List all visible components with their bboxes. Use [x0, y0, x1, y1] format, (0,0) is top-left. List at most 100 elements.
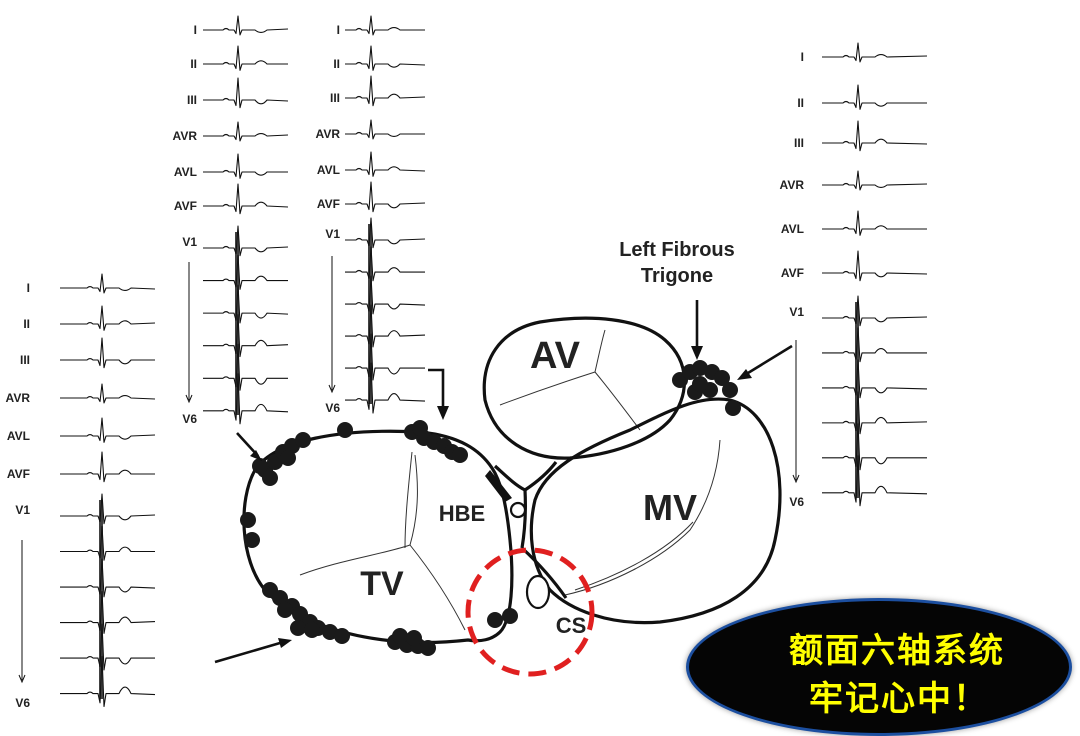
- ecg-trace: [345, 217, 426, 249]
- arrows: [214, 300, 793, 664]
- ecg-trace: [822, 120, 928, 152]
- pathway-dot: [722, 382, 738, 398]
- ecg-trace: [203, 255, 288, 290]
- lead-label: III: [20, 353, 30, 367]
- pathway-dot: [714, 370, 730, 386]
- ecg-trace: [345, 275, 426, 315]
- lead-label: AVF: [7, 467, 30, 481]
- pathway-dot: [295, 432, 311, 448]
- ecg-trace: [60, 623, 155, 671]
- cs-label: CS: [556, 613, 587, 638]
- pathway-dot: [725, 400, 741, 416]
- ecg-trace: [822, 327, 927, 363]
- qrs-band: [235, 232, 239, 415]
- ecg-trace: [345, 362, 426, 414]
- qrs-band: [99, 500, 103, 699]
- ecg-trace: [822, 455, 928, 507]
- ecg-trace: [203, 121, 289, 142]
- ecg-trace: [203, 183, 289, 215]
- ecg-trace: [822, 210, 927, 236]
- lead-label: II: [23, 317, 30, 331]
- lead-label: AVF: [317, 197, 340, 211]
- note-line-1: 额面六轴系统: [789, 631, 1005, 671]
- pathway-dot: [392, 628, 408, 644]
- ecg-trace: [345, 181, 426, 213]
- ecg-trace: [60, 558, 156, 598]
- lead-label: AVR: [316, 127, 341, 141]
- pathway-dot: [252, 458, 268, 474]
- qrs-band: [368, 224, 372, 404]
- lead-label: III: [330, 91, 340, 105]
- pathway-dot: [272, 590, 288, 606]
- lead-label: III: [187, 93, 197, 107]
- pathway-dot: [406, 630, 422, 646]
- ecg-trace: [60, 305, 156, 331]
- central-fibrous-body: [485, 461, 568, 610]
- pathway-dot: [277, 602, 293, 618]
- aortic-valve: [482, 316, 686, 460]
- ecg-trace: [60, 451, 155, 483]
- ecg-trace: [60, 590, 156, 634]
- ecg-trace: [203, 225, 289, 257]
- lead-label: I: [27, 281, 30, 295]
- hbe-label: HBE: [439, 501, 485, 526]
- qrs-band: [855, 302, 859, 498]
- lead-label: II: [190, 57, 197, 71]
- v-arrow-head: [185, 394, 193, 404]
- ecg-trace: [60, 525, 155, 561]
- lead-label: I: [337, 23, 340, 37]
- ecg-trace: [203, 373, 289, 425]
- pathway-dot: [244, 532, 260, 548]
- ecg-trace: [822, 359, 928, 399]
- lead-label: I: [194, 23, 197, 37]
- ecg-trace: [822, 84, 927, 110]
- av-label: AV: [530, 335, 581, 377]
- pathway-dot: [334, 628, 350, 644]
- ecg-trace: [345, 304, 426, 348]
- trigone-label-line2: Trigone: [641, 265, 713, 287]
- lead-label: AVR: [6, 391, 31, 405]
- ecg-trace: [345, 333, 425, 381]
- ecg-trace: [60, 417, 156, 443]
- lead-label: AVR: [173, 129, 198, 143]
- ecg-trace: [345, 119, 425, 140]
- lead-label: V6: [15, 696, 30, 710]
- ecg-trace: [60, 493, 156, 525]
- v-arrow-head: [328, 384, 336, 394]
- pathway-dot: [304, 622, 320, 638]
- lead-label: II: [797, 96, 804, 110]
- pathway-dot: [262, 470, 278, 486]
- lead-label: AVL: [174, 165, 197, 179]
- pathway-dot: [290, 620, 306, 636]
- lead-label: V6: [789, 495, 804, 509]
- ecg-trace: [203, 15, 289, 36]
- ecg-trace: [203, 153, 288, 179]
- lead-label: AVR: [780, 178, 805, 192]
- pathway-dot: [412, 420, 428, 436]
- ecg-trace: [822, 42, 928, 63]
- ecg-trace: [203, 45, 288, 71]
- ecg-trace: [203, 314, 289, 358]
- ecg-trace: [822, 391, 928, 435]
- note-line-2: 牢记心中！: [809, 679, 989, 719]
- ecg-trace: [822, 423, 927, 471]
- ecg-trace: [345, 45, 426, 71]
- pathway-dot: [452, 447, 468, 463]
- pathway-dot: [487, 612, 503, 628]
- lead-label: V1: [182, 235, 197, 249]
- ecg-trace: [345, 151, 426, 177]
- lead-label: AVF: [781, 266, 804, 280]
- lead-label: V6: [325, 401, 340, 415]
- lead-label: V1: [15, 503, 30, 517]
- mitral-valve: [529, 397, 782, 625]
- posteroseptal-highlight: [465, 547, 595, 677]
- ecg-panels: IIIIIIAVRAVLAVFV1V6IIIIIIAVRAVLAVFV1V6II…: [6, 15, 928, 710]
- ecg-trace: [203, 284, 289, 324]
- pathway-dot: [420, 640, 436, 656]
- lead-label: I: [801, 50, 804, 64]
- lead-label: AVL: [781, 222, 804, 236]
- ecg-trace: [345, 75, 426, 107]
- ecg-trace: [60, 337, 155, 369]
- note-callout: 额面六轴系统 牢记心中！: [686, 598, 1072, 736]
